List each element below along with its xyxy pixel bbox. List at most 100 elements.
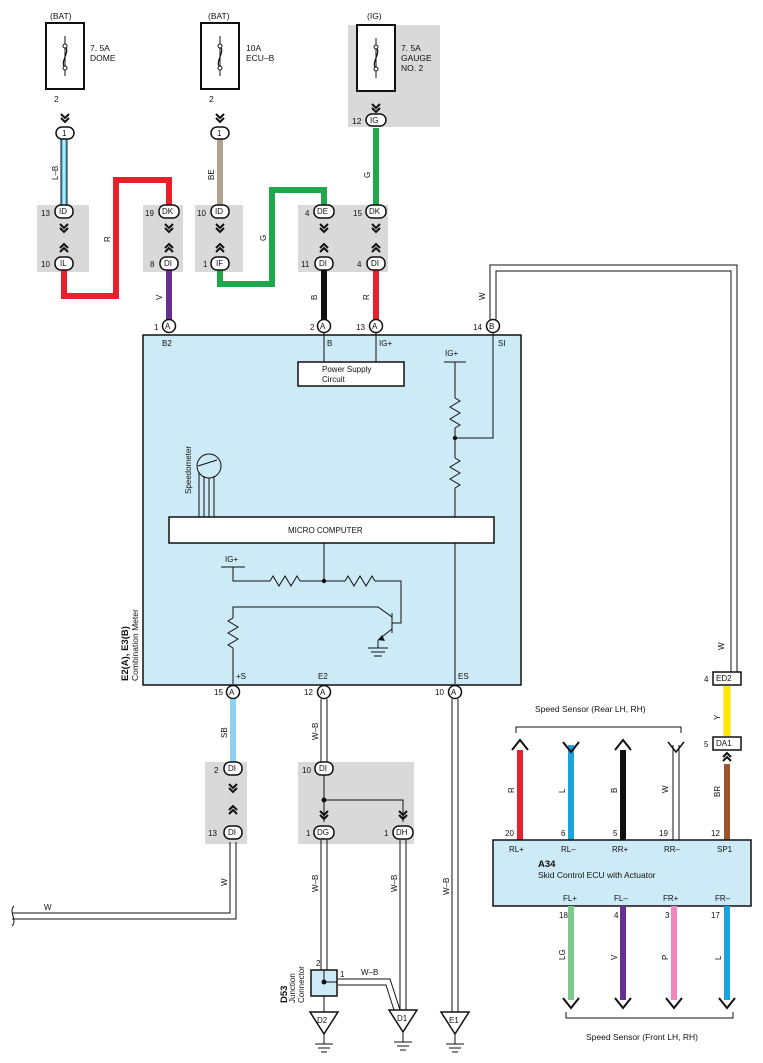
svg-text:D2: D2 [317,1016,328,1025]
connector-dome-1: 1 [55,113,75,140]
svg-text:E2: E2 [318,672,328,681]
svg-text:DK: DK [162,207,174,216]
svg-text:IL: IL [60,259,67,268]
svg-text:FR–: FR– [715,894,731,903]
svg-text:A: A [165,322,171,331]
svg-text:DI: DI [371,259,379,268]
fuse-ecu-b-source: (BAT) [208,11,230,21]
svg-text:DE: DE [317,207,328,216]
svg-text:10: 10 [41,260,50,269]
wire-sb: SB [220,699,236,762]
svg-text:V: V [610,954,619,960]
svg-text:A: A [372,322,378,331]
svg-text:ID: ID [215,207,223,216]
svg-text:2: 2 [214,766,219,775]
svg-text:13: 13 [356,323,365,332]
junction-id: D53 [279,986,290,1003]
connector-id-il: 13 ID 10 IL [41,204,74,271]
svg-text:Speed Sensor (Front LH, RH): Speed Sensor (Front LH, RH) [586,1032,698,1042]
wire-v-label: V [155,294,164,300]
svg-text:DI: DI [319,764,327,773]
wire-w-lower: W W [11,842,237,927]
svg-text:ED2: ED2 [716,674,732,683]
svg-text:15: 15 [214,688,223,697]
svg-text:FR+: FR+ [663,894,679,903]
svg-text:L: L [558,788,567,793]
svg-text:1: 1 [62,129,67,138]
svg-text:3: 3 [665,911,670,920]
combination-meter: E2(A), E3(B) Combination Meter 1 A B2 2 … [120,318,522,686]
svg-text:W–B: W–B [361,968,378,977]
front-sensor-label: Speed Sensor (Front LH, RH) [565,1012,734,1042]
svg-text:Speed Sensor (Rear LH, RH): Speed Sensor (Rear LH, RH) [535,704,646,714]
svg-text:15: 15 [353,209,362,218]
svg-text:DI: DI [319,259,327,268]
fuse-gauge-source: (IG) [367,11,382,21]
psu-label-1: Power Supply [322,365,371,374]
connector-di-dg-dh: 10 DI 1 DG 1 DH [302,761,414,840]
ecu-name: Skid Control ECU with Actuator [538,870,656,880]
svg-text:P: P [661,955,670,960]
svg-text:IG+: IG+ [225,555,238,564]
svg-text:1: 1 [154,323,159,332]
svg-text:17: 17 [711,911,720,920]
svg-text:IF: IF [216,259,223,268]
connector-ig: IG [365,103,387,127]
svg-text:1: 1 [217,129,222,138]
rear-sensor-label: Speed Sensor (Rear LH, RH) [515,704,682,733]
svg-text:A: A [320,322,326,331]
svg-text:1: 1 [306,829,311,838]
svg-text:RR–: RR– [664,845,681,854]
svg-text:A: A [451,688,457,697]
svg-text:W: W [661,785,670,793]
ground-d2: D2 [308,1011,340,1053]
fuse-gauge-name-2: NO. 2 [401,63,423,73]
svg-text:A: A [229,688,235,697]
svg-text:IG+: IG+ [379,339,392,348]
svg-text:DI: DI [228,764,236,773]
svg-text:B: B [610,788,619,793]
svg-text:DI: DI [164,259,172,268]
svg-text:D1: D1 [397,1014,408,1023]
wire-w2-label: W [717,642,726,650]
junction-connector-d53: 2 1 D53 Junction Connector [279,959,345,1012]
svg-text:6: 6 [561,829,566,838]
meter-id-1: E2(A), E3(B) [120,626,131,681]
svg-text:E1: E1 [449,1016,459,1025]
wire-w1-label: W [478,292,487,300]
svg-text:18: 18 [559,911,568,920]
wire-w1: W W [478,264,738,672]
svg-text:W–B: W–B [311,723,320,740]
connector-ecub-1: 1 [210,113,230,140]
wire-g2-label: G [363,172,372,178]
wire-r1-label: R [103,236,112,242]
ground-e1: E1 [439,1011,471,1053]
fuse-dome-name: DOME [90,53,116,63]
wire-br: BR [713,764,730,840]
svg-text:13: 13 [208,829,217,838]
junction-line1: Junction [288,973,297,1003]
svg-text:DH: DH [396,828,408,837]
svg-text:W: W [220,878,229,886]
connector-dk-di-2: 15 DK 4 DI [353,204,387,271]
svg-text:14: 14 [473,323,482,332]
skid-control-ecu: 20 RL+ 6 RL– 5 RR+ 19 RR– 12 SP1 A34 Ski… [492,829,752,920]
svg-text:W–B: W–B [442,878,451,895]
front-sensor-wires: LG V P L [558,906,736,1010]
svg-text:5: 5 [704,740,709,749]
svg-text:11: 11 [301,260,310,269]
wire-lb-label: L–B [51,166,60,180]
micro-computer-label: MICRO COMPUTER [288,526,363,535]
fuse-gauge-rating: 7. 5A [401,43,421,53]
svg-text:1: 1 [384,829,389,838]
wire-g1-label: G [259,235,268,241]
svg-text:10: 10 [435,688,444,697]
wire-g1 [217,187,327,287]
wire-b-label: B [310,295,319,300]
fuse-ecu-b-pin: 2 [209,94,214,104]
svg-text:FL–: FL– [614,894,628,903]
svg-text:+S: +S [236,672,246,681]
svg-text:SP1: SP1 [717,845,733,854]
wire-lb: L–B [51,138,68,206]
